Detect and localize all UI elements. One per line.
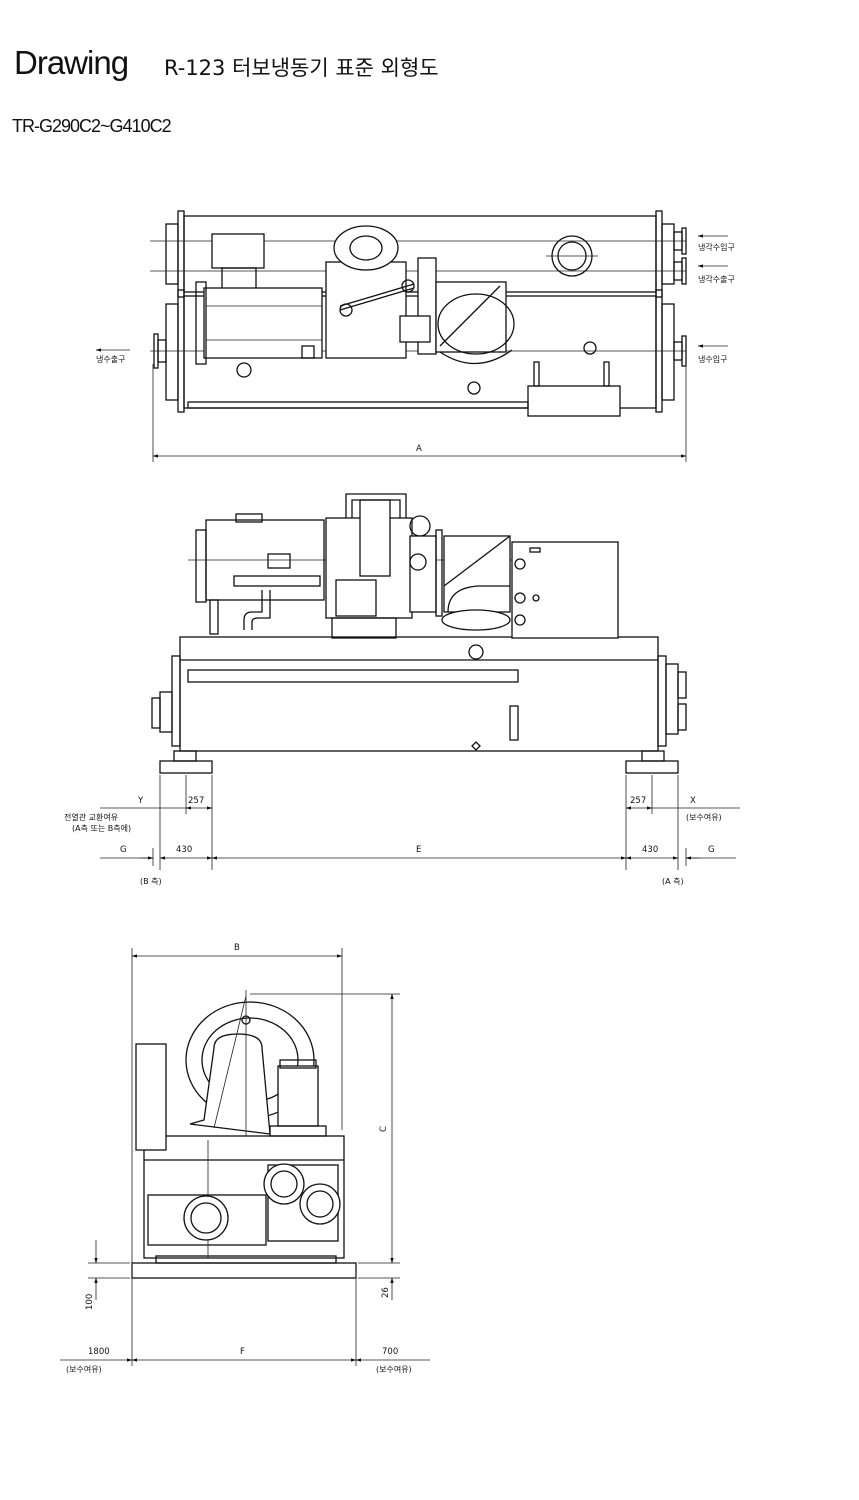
note-tube-replace-1: 전열관 교환여유	[64, 812, 118, 822]
page-title: R-123 터보냉동기 표준 외형도	[164, 56, 439, 80]
dim-e: E	[416, 845, 421, 855]
side-view-dimensions: B C 26 100 1800 (보수여유) F 700 (보수여유)	[60, 943, 430, 1374]
dim-x: X	[690, 796, 696, 806]
dim-430-left: 430	[176, 845, 192, 855]
dim-b: B	[234, 943, 240, 953]
top-view-labels: 냉각수입구 냉각수출구 냉수입구 냉수출구 A	[95, 234, 735, 462]
note-maintenance-right-front: (보수여유)	[686, 812, 722, 822]
dim-257-right: 257	[630, 796, 646, 806]
dim-c: C	[379, 1126, 389, 1132]
label-cooling-water-inlet: 냉각수입구	[698, 242, 735, 252]
drawing-label: Drawing	[14, 44, 129, 81]
dim-g-right: G	[708, 845, 715, 855]
model-range: TR-G290C2~G410C2	[12, 116, 172, 136]
dim-f: F	[240, 1347, 245, 1357]
dim-1800: 1800	[88, 1347, 110, 1357]
side-b-label: (B 측)	[140, 877, 162, 886]
dim-a: A	[416, 444, 422, 454]
front-view-dimensions: 257 Y 전열관 교환여유 (A측 또는 B측에) 257 X (보수여유) …	[64, 775, 740, 886]
front-view	[151, 493, 687, 774]
dim-26: 26	[381, 1287, 391, 1298]
label-chilled-water-outlet: 냉수출구	[96, 354, 125, 364]
top-view	[150, 210, 687, 417]
note-maintenance-left: (보수여유)	[66, 1364, 102, 1374]
side-view	[131, 990, 357, 1279]
dim-100: 100	[85, 1294, 95, 1310]
label-cooling-water-outlet: 냉각수출구	[698, 274, 735, 284]
note-tube-replace-2: (A측 또는 B측에)	[72, 824, 131, 833]
dim-700: 700	[382, 1347, 398, 1357]
dim-257-left: 257	[188, 796, 204, 806]
dim-430-right: 430	[642, 845, 658, 855]
dim-y: Y	[137, 796, 144, 806]
side-a-label: (A 측)	[662, 877, 684, 886]
note-maintenance-right: (보수여유)	[376, 1364, 412, 1374]
label-chilled-water-inlet: 냉수입구	[698, 354, 727, 364]
dim-g-left: G	[120, 845, 127, 855]
